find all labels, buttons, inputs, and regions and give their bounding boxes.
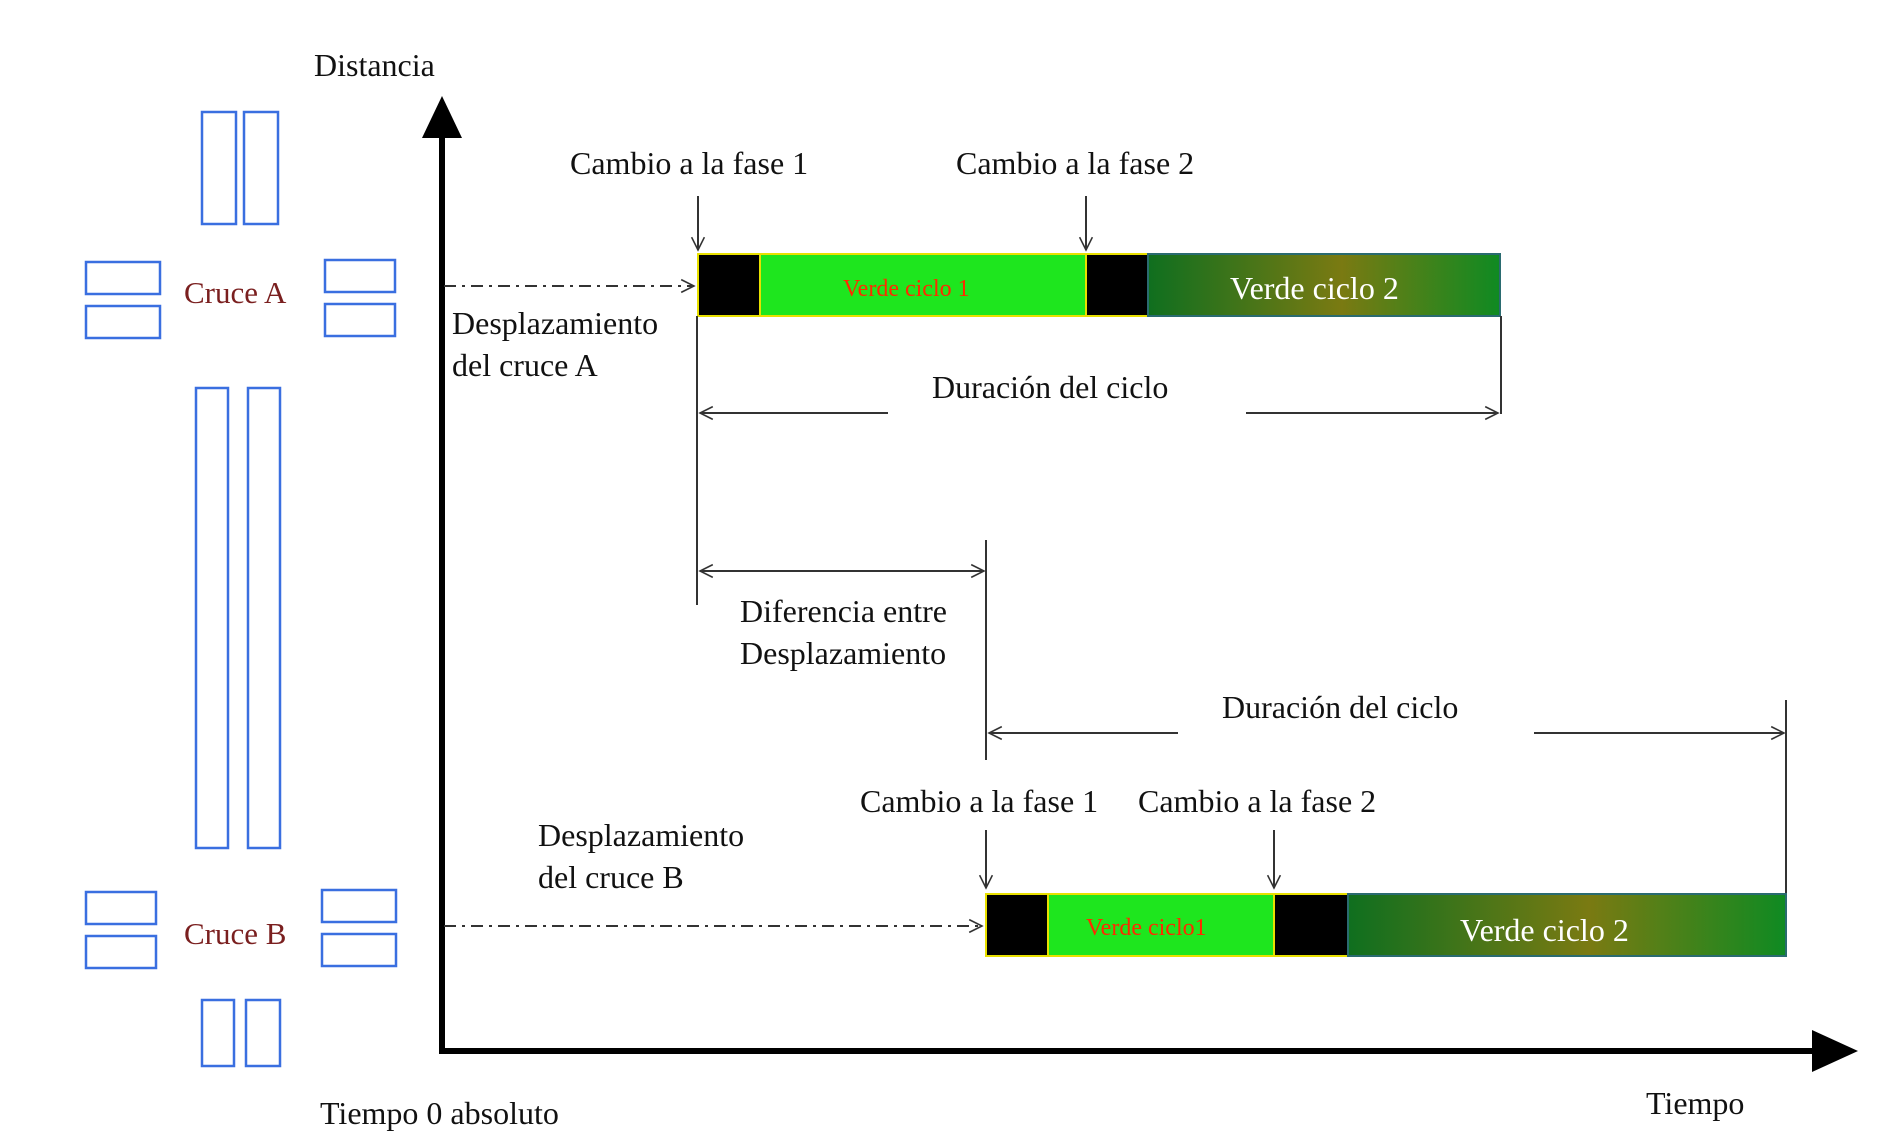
phase2-change-a-label: Cambio a la fase 2 [956, 145, 1194, 181]
duration-b-label: Duración del ciclo [1222, 689, 1458, 725]
road-lane-a-right-bottom [323, 302, 397, 338]
offset-a-label-line1: Desplazamiento [452, 305, 658, 341]
road-lane-bottom-left [200, 998, 236, 1068]
road-lane-a-left-top [84, 260, 162, 296]
road-lane-a-left-bottom [84, 304, 162, 340]
y-axis-label: Distancia [314, 47, 435, 83]
green-cycle2-b-label: Verde ciclo 2 [1460, 912, 1629, 948]
road-lane-a-right-top [323, 258, 397, 294]
phase2-change-b-label: Cambio a la fase 2 [1138, 783, 1376, 819]
origin-label: Tiempo 0 absoluto [320, 1095, 559, 1131]
y-axis-arrowhead [422, 96, 462, 138]
offset-b-label-line2: del cruce B [538, 859, 684, 895]
road-lane-b-right-top [320, 888, 398, 924]
offset-difference-label-line1: Diferencia entre [740, 593, 947, 629]
phase1-change-a-label: Cambio a la fase 1 [570, 145, 808, 181]
offset-difference: Diferencia entre Desplazamiento [700, 540, 987, 760]
red-phase-b2 [1273, 893, 1349, 957]
road-lane-b-right-bottom [320, 932, 398, 968]
offset-a-label-line2: del cruce A [452, 347, 598, 383]
red-phase-b1 [985, 893, 1049, 957]
duration-a-label: Duración del ciclo [932, 369, 1168, 405]
road-lane-mid-left [194, 386, 230, 850]
road-lane-top-right [242, 110, 280, 226]
axes: Distancia Tiempo Tiempo 0 absoluto [314, 47, 1858, 1131]
phase1-change-b-label: Cambio a la fase 1 [860, 783, 1098, 819]
road-lane-mid-right [246, 386, 282, 850]
road-lane-top-left [200, 110, 238, 226]
cycle-b: Duración del ciclo Cambio a la fase 1 Ca… [444, 689, 1787, 957]
red-phase-a2 [1085, 253, 1149, 317]
cycle-a: Desplazamiento del cruce A Cambio a la f… [444, 145, 1502, 605]
road-lane-b-left-top [84, 890, 158, 926]
green-cycle2-a-label: Verde ciclo 2 [1230, 270, 1399, 306]
cruce-b-label: Cruce B [184, 916, 286, 951]
x-axis-label: Tiempo [1646, 1085, 1744, 1121]
green-cycle2-a-bar [1147, 253, 1501, 317]
green-cycle1-b-label: Verde ciclo1 [1086, 915, 1207, 941]
offset-difference-label-line2: Desplazamiento [740, 635, 946, 671]
offset-b-label-line1: Desplazamiento [538, 817, 744, 853]
road-schematic: Cruce A Cruce B [84, 110, 398, 1068]
x-axis-arrowhead [1812, 1030, 1858, 1072]
green-cycle2-b-bar [1347, 893, 1787, 957]
cruce-a-label: Cruce A [184, 275, 287, 310]
road-lane-bottom-right [244, 998, 282, 1068]
green-cycle1-a-label: Verde ciclo 1 [843, 276, 970, 302]
red-phase-a1 [697, 253, 761, 317]
road-lane-b-left-bottom [84, 934, 158, 970]
green-cycle1-a-bar [759, 253, 1087, 317]
